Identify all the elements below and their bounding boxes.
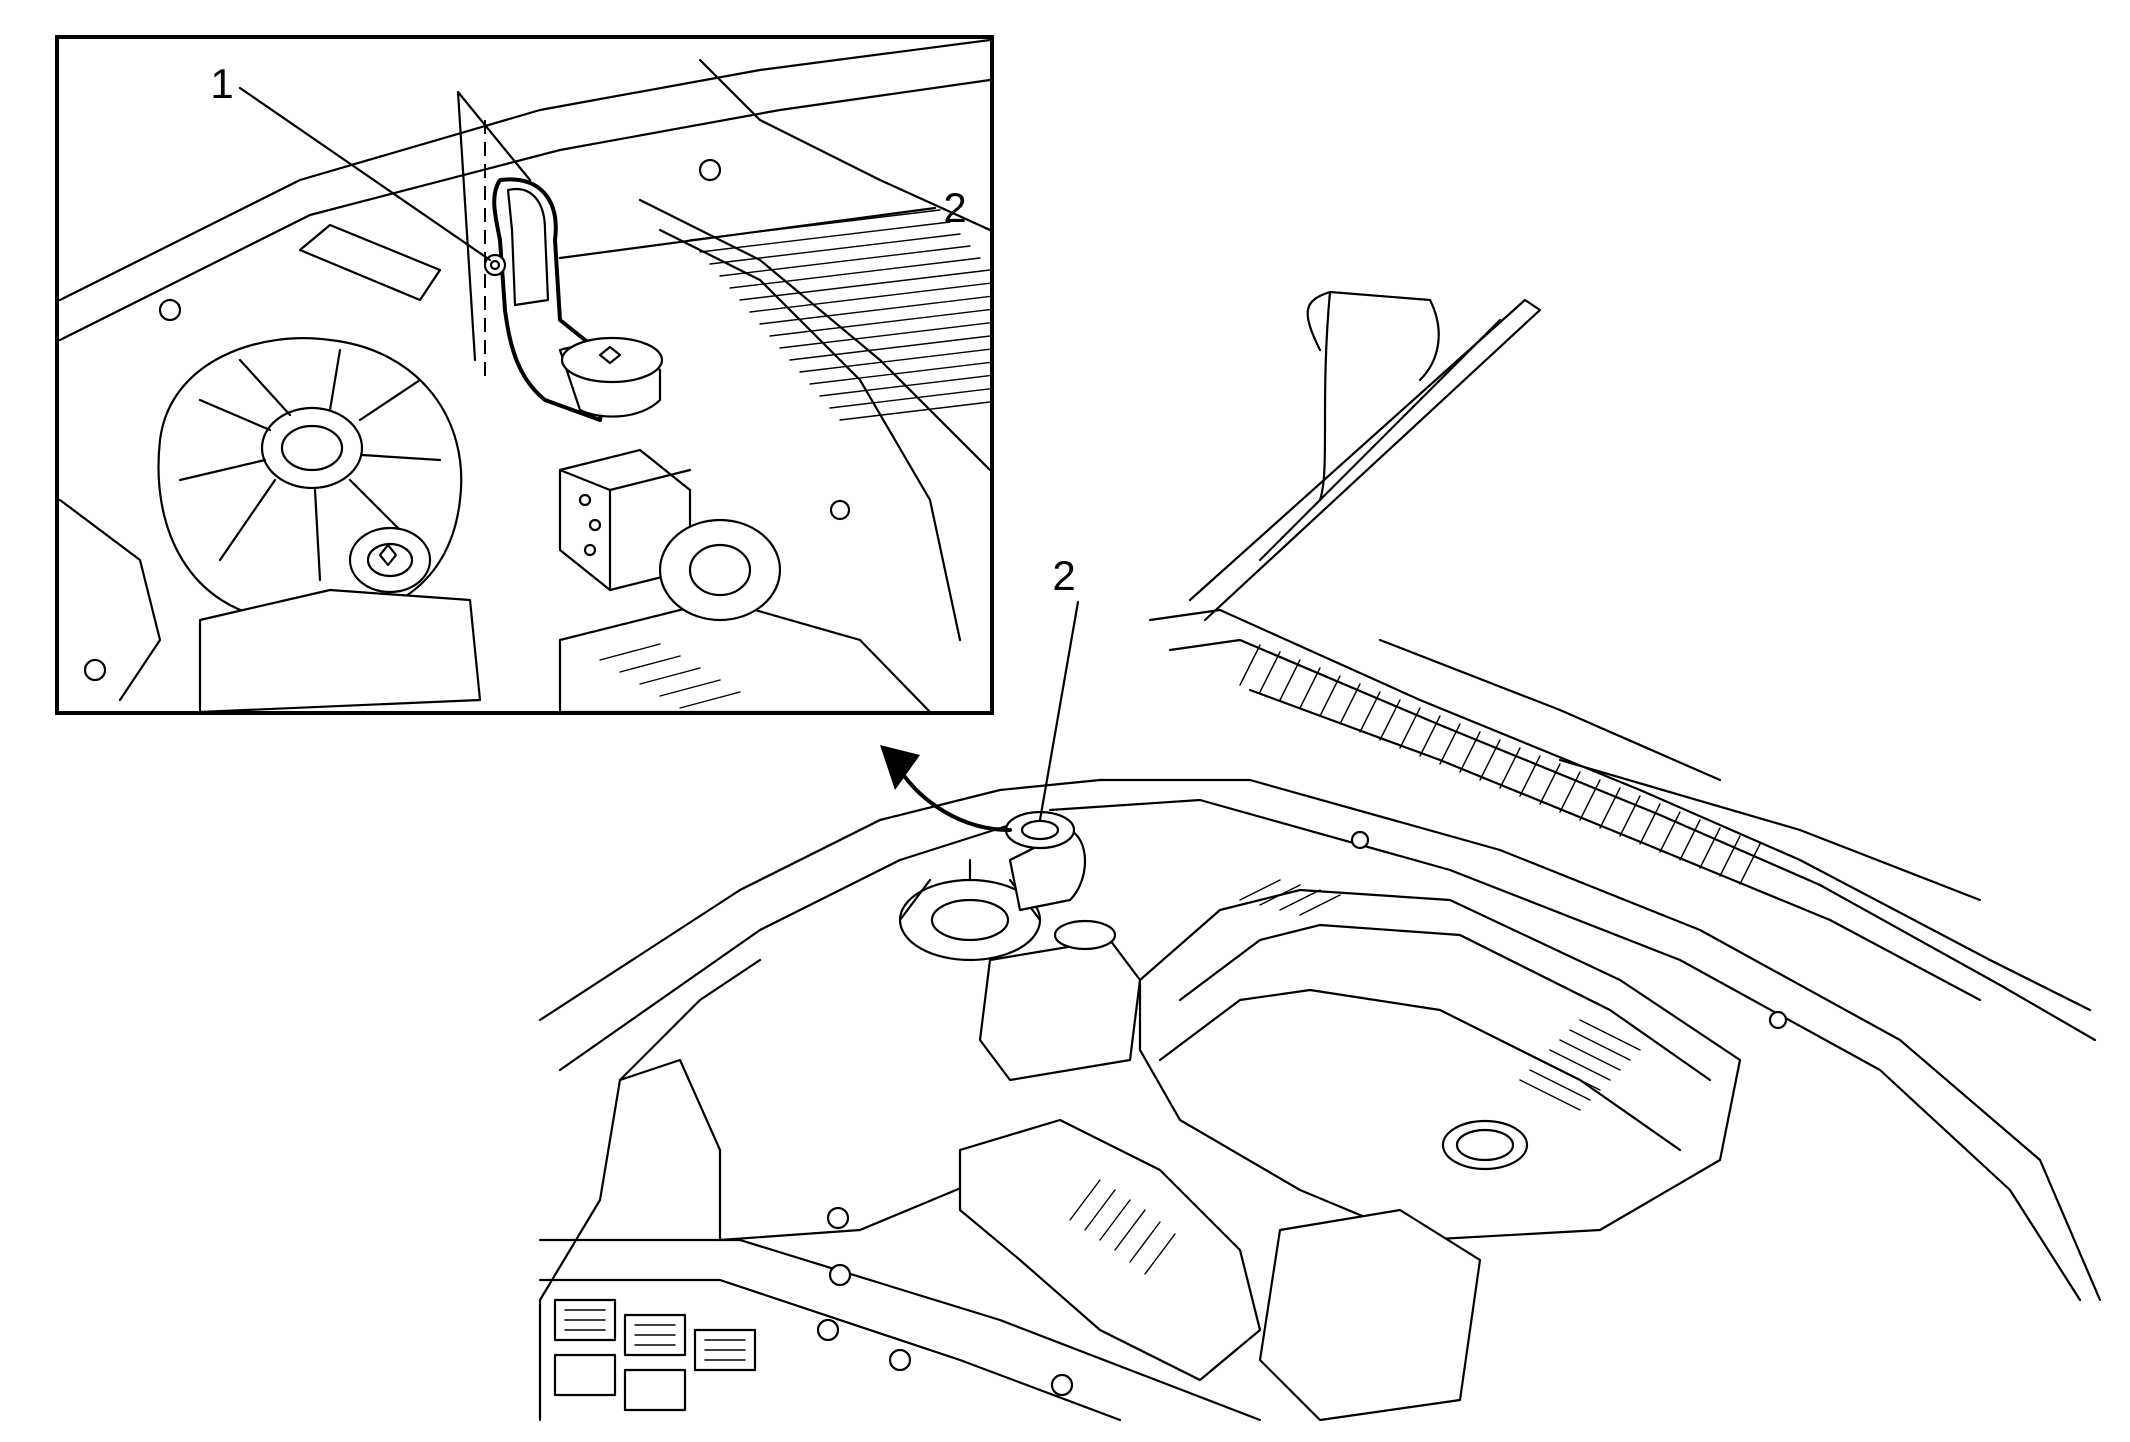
coolant-reservoir	[978, 919, 1142, 1082]
engine-compartment-view: 2	[538, 290, 2102, 1422]
detail-inset: 1 2	[55, 35, 994, 715]
view-direction-arrow	[880, 745, 1012, 832]
callout-main-2: 2	[1052, 552, 1075, 599]
engine-cover	[1138, 879, 1742, 1242]
leader-line-inset-1	[238, 86, 492, 262]
callout-inset-1: 1	[210, 60, 233, 107]
engine-bay-outline	[538, 778, 2102, 1422]
fasteners	[816, 830, 1788, 1397]
callout-inset-2: 2	[943, 184, 966, 231]
cowl-panel	[1148, 608, 2097, 1042]
air-intake-duct	[958, 1118, 1482, 1422]
leader-line-main-2	[1038, 600, 1080, 822]
raised-hood	[1188, 290, 1542, 622]
front-grille	[538, 1238, 1262, 1422]
leader-line-inset-2	[558, 206, 937, 260]
washer-fluid-reservoir	[1004, 810, 1087, 912]
